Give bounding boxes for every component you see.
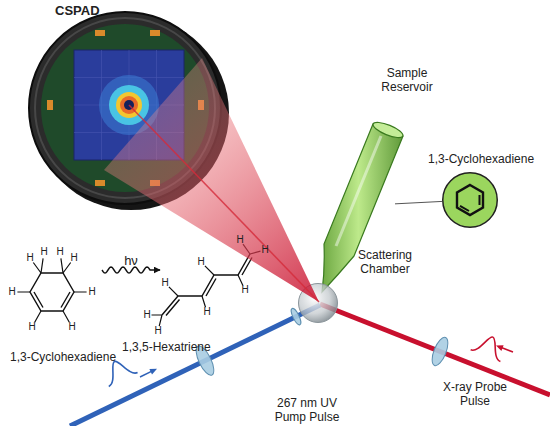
node-label: 1,3-Cyclohexadiene [428,152,534,166]
hydrogen-bonds [17,258,86,322]
detector-panel [74,50,184,160]
node-label: Scattering Chamber [350,248,420,276]
node-label: 1,3-Cyclohexadiene [10,350,116,364]
atom-label: H [66,321,78,333]
edge-label: hν [116,253,146,268]
detector-chip [150,30,160,36]
chain-bonds [162,254,250,315]
beam-stop [124,100,134,110]
inset-ring [457,185,483,215]
ring-bonds [30,273,74,311]
atom-label: H [234,234,246,246]
molecule-inset-outline [442,172,498,228]
panel-grid [74,50,184,160]
atom-label: H [38,246,50,258]
atom-label: H [68,252,80,264]
scattering-chamber: Scattering Chamber [298,283,338,323]
double-bonds [34,292,70,308]
reactant-molecule: 1,3-Cyclohexadiene [6,245,102,365]
tube-cap [371,119,404,140]
atom-label: H [201,306,213,318]
atom-label: H [159,277,171,289]
product-molecule: 1,3,5-Hexatriene [160,232,272,332]
scatter-ring [99,75,159,135]
atom-label: H [6,286,18,298]
xray-pulse [471,331,508,361]
detector-chip [95,180,105,186]
detector-board [41,24,209,192]
molecule-inset-circle [443,173,498,228]
lens [429,335,451,367]
scattering-chamber-circle [299,284,338,323]
detector-rim-highlight [35,18,215,198]
detector-chip [95,30,105,36]
scatter-ring [116,92,142,118]
photoreaction-arrow [102,267,160,273]
node-label: 1,3,5-Hexatriene [122,340,211,354]
atom-label: H [141,309,153,321]
uv-beam [70,305,320,426]
atom-label: H [24,252,36,264]
scatter-ring [109,85,149,125]
atom-label: H [239,284,251,296]
scatter-axis [129,105,319,302]
detector-chip [47,100,53,110]
xray-beam [320,304,550,395]
atom-label: H [259,244,271,256]
pulse-label: 267 nm UV Pump Pulse [262,396,352,424]
node-label: Sample Reservoir [376,66,438,94]
pulse-arrow-head [149,369,157,375]
detector-chip [150,180,160,186]
detector-drawing [29,12,229,210]
atom-label: H [54,246,66,258]
scattering-chamber-outline [298,283,338,323]
detector-chip [198,100,204,110]
atom-label: H [195,256,207,268]
scatter-cone [104,58,319,302]
tube-highlight [336,136,381,246]
pulse-label: X-ray Probe Pulse [440,380,510,408]
hydrogen-bonds [152,244,261,326]
double-bonds [166,258,252,316]
atom-label: H [26,321,38,333]
atom-label: H [152,325,164,337]
detector-rim [29,12,221,204]
atom-label: H [86,286,98,298]
molecule-inset: 1,3-Cyclohexadiene [442,172,498,228]
scatter-ring [120,96,138,114]
detector: CSPAD [29,12,221,204]
node-label: CSPAD [55,3,100,19]
inset-double-bonds [460,195,480,211]
pulse-arrow-head [496,345,504,351]
callout-line [395,201,442,203]
